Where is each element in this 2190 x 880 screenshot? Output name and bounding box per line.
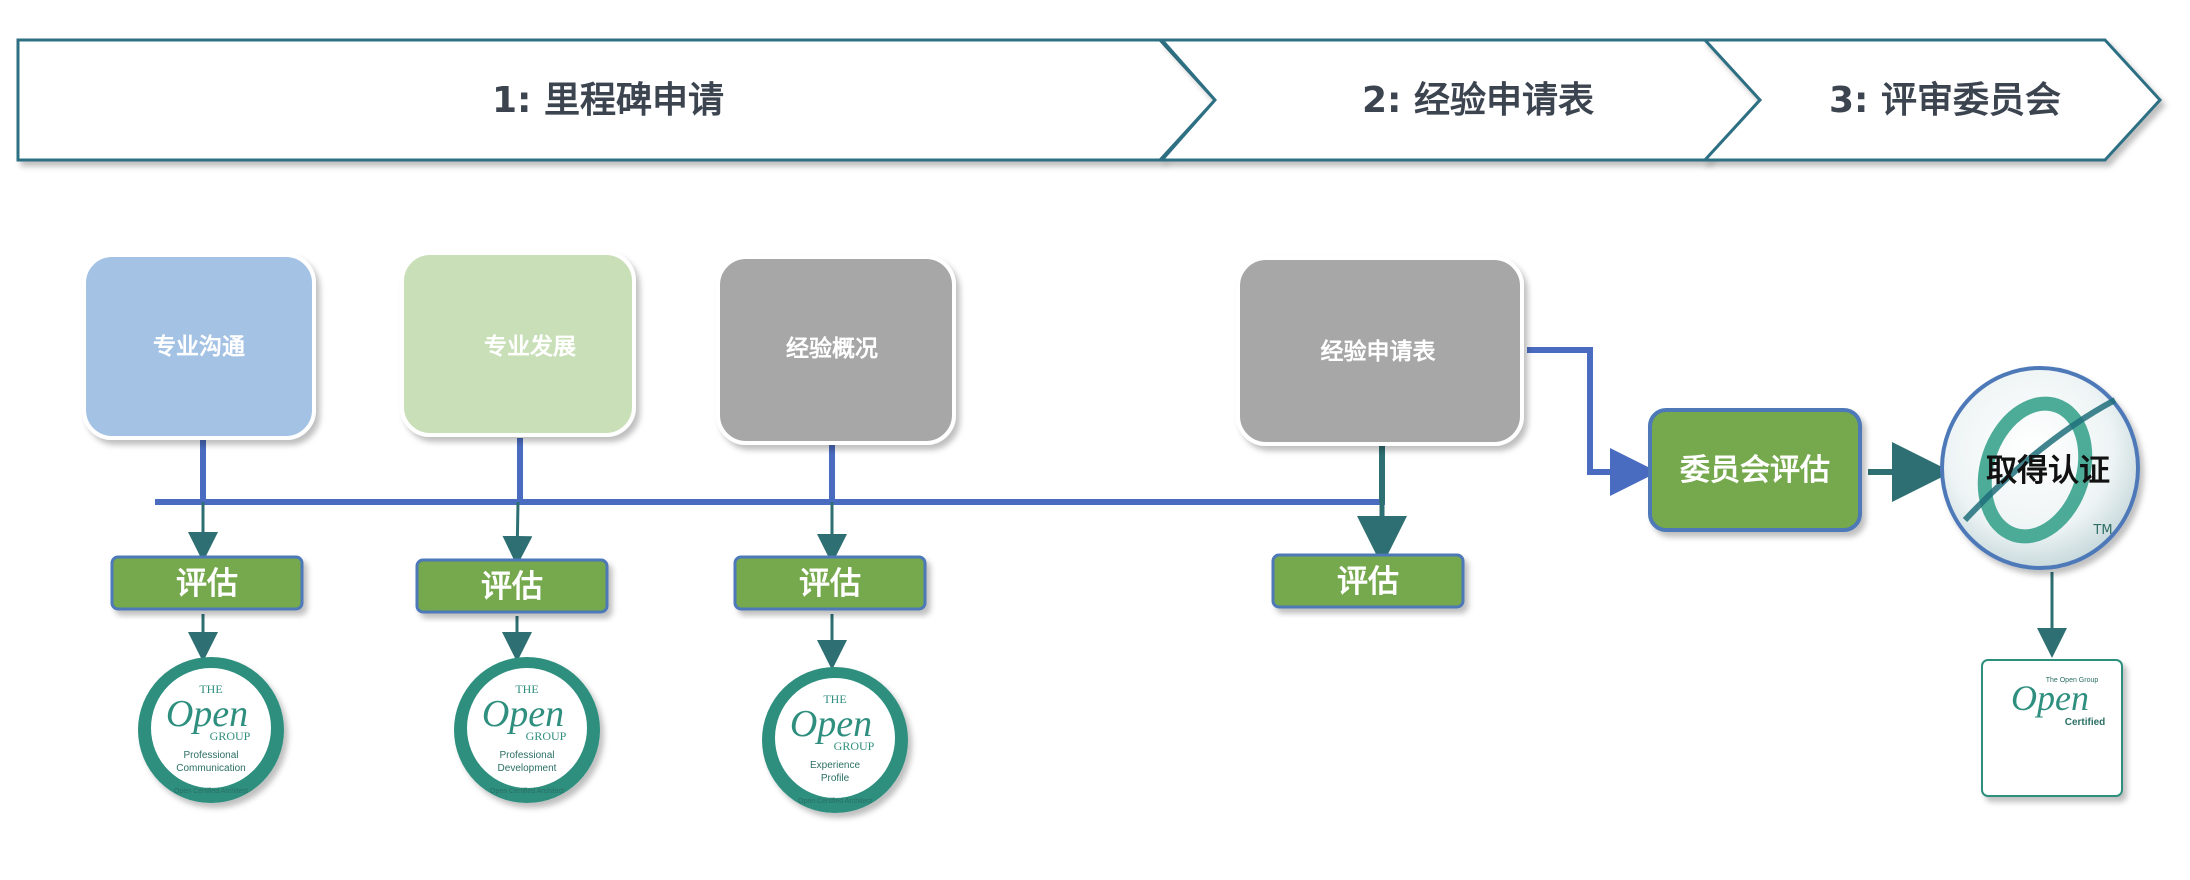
badge-rim-3: Open Certified Architect bbox=[798, 798, 872, 805]
badge-the-1: THE bbox=[199, 682, 222, 696]
certificate-open: Open bbox=[2011, 678, 2089, 718]
milestone-box-communication: 专业沟通 bbox=[82, 253, 316, 440]
badge-group-3: GROUP bbox=[834, 739, 875, 753]
badge-group-2: GROUP bbox=[526, 729, 567, 743]
certificate-label: Certified bbox=[2065, 717, 2106, 728]
stage-1-chevron: 1: 里程碑申请 bbox=[16, 38, 1218, 162]
badge-group-1: GROUP bbox=[210, 729, 251, 743]
badge-rim-1: Open Certified Architect bbox=[174, 788, 248, 795]
milestone-box-experience-form: 经验申请表 bbox=[1236, 256, 1524, 446]
committee-box: 委员会评估 bbox=[1648, 408, 1862, 532]
stage-3-label: 3: 评审委员会 bbox=[1829, 80, 2061, 121]
badge-line1-3: Experience bbox=[810, 760, 860, 771]
connectors bbox=[155, 347, 2067, 670]
milestone-box-development: 专业发展 bbox=[400, 251, 636, 437]
open-o-logo-icon bbox=[1962, 396, 2117, 544]
briefcase-icon bbox=[141, 670, 155, 680]
assess-box-3: 评估 bbox=[733, 555, 927, 611]
arrow-to-assess-2 bbox=[502, 501, 533, 566]
certified-label: 取得认证 bbox=[1986, 453, 2110, 489]
assess-label-3: 评估 bbox=[799, 566, 861, 602]
committee-label: 委员会评估 bbox=[1680, 453, 1830, 488]
badge-line2-2: Development bbox=[498, 763, 557, 774]
assess-label-4: 评估 bbox=[1337, 564, 1399, 600]
milestone-label-communication: 专业沟通 bbox=[153, 333, 245, 360]
badge-line1-1: Professional bbox=[183, 750, 238, 761]
stage-3-chevron: 3: 评审委员会 bbox=[1701, 38, 2163, 162]
stage-2-label: 2: 经验申请表 bbox=[1362, 80, 1594, 121]
assess-label-1: 评估 bbox=[176, 566, 238, 602]
badge-rim-2: Open Certified Architect bbox=[490, 788, 564, 795]
milestone-box-experience: 经验概况 bbox=[716, 255, 956, 445]
badge-line2-3: Profile bbox=[821, 773, 850, 784]
badge-open-1: Open bbox=[166, 693, 248, 735]
assess-boxes: 评估 评估 评估 评估 bbox=[110, 553, 1465, 614]
briefcase-icon bbox=[765, 680, 779, 690]
badge-open-2: Open bbox=[482, 693, 564, 735]
badge-line1-2: Professional bbox=[499, 750, 554, 761]
briefcase-icon bbox=[457, 670, 471, 680]
milestone-boxes: 专业沟通 专业发展 经验概况 经验申请表 bbox=[82, 251, 1524, 446]
badge-development: THE Open GROUP Professional Development … bbox=[454, 657, 600, 803]
badge-line2-1: Communication bbox=[176, 763, 245, 774]
certificate-card: The Open Group Open Certified bbox=[1981, 659, 2123, 797]
trademark-label: TM bbox=[2092, 523, 2112, 538]
badge-communication: THE Open GROUP Professional Communicatio… bbox=[138, 657, 284, 803]
milestone-label-development: 专业发展 bbox=[484, 333, 576, 360]
badge-open-3: Open bbox=[790, 703, 872, 745]
certified-orb: 取得认证 TM bbox=[1940, 366, 2140, 570]
certificate-brand: The Open Group bbox=[2046, 677, 2099, 684]
arrow-to-committee bbox=[1527, 347, 1658, 496]
assess-box-2: 评估 bbox=[415, 558, 609, 614]
badge-the-2: THE bbox=[515, 682, 538, 696]
stage-1-label: 1: 里程碑申请 bbox=[492, 80, 724, 121]
assess-box-1: 评估 bbox=[110, 555, 304, 611]
milestone-label-experience-form: 经验申请表 bbox=[1321, 338, 1437, 365]
stage-bar: 1: 里程碑申请 2: 经验申请表 3: 评审委员会 bbox=[16, 38, 2163, 162]
badge-the-3: THE bbox=[823, 692, 846, 706]
stage-2-chevron: 2: 经验申请表 bbox=[1158, 38, 1763, 162]
badge-experience: THE Open GROUP Experience Profile Open C… bbox=[762, 667, 908, 813]
milestone-label-experience: 经验概况 bbox=[786, 335, 878, 362]
assess-box-4: 评估 bbox=[1271, 553, 1465, 609]
assess-label-2: 评估 bbox=[481, 569, 543, 605]
